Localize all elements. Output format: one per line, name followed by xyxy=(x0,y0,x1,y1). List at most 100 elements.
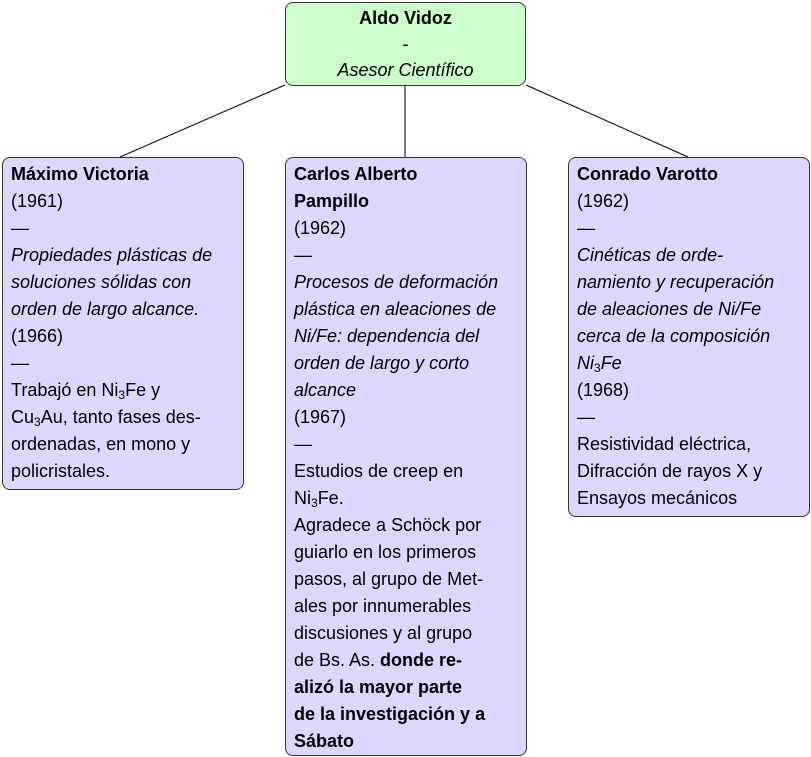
subscript: 3 xyxy=(594,361,601,375)
text-line: (1967) xyxy=(294,404,518,431)
text-segment: (1968) xyxy=(577,380,630,400)
text-line: — xyxy=(577,404,801,431)
text-line: guiarlo en los primeros xyxy=(294,539,518,566)
text-line: soluciones sólidas con xyxy=(11,269,235,296)
text-segment: ales por innumerables xyxy=(294,596,472,616)
text-line: de aleaciones de Ni/Fe xyxy=(577,296,801,323)
text-segment: Fe xyxy=(600,353,622,373)
text-line: Cinéticas de orde- xyxy=(577,242,801,269)
text-segment: Fe. xyxy=(317,488,344,508)
subscript: 3 xyxy=(118,388,126,402)
text-segment: Cinéticas de orde- xyxy=(577,245,724,265)
text-line: Resistividad eléctrica, xyxy=(577,431,801,458)
text-segment: Máximo Victoria xyxy=(11,164,149,184)
text-line: Agradece a Schöck por xyxy=(294,512,518,539)
text-line: Propiedades plásticas de xyxy=(11,242,235,269)
text-segment: de Bs. As. xyxy=(294,650,381,670)
text-segment: Aldo Vidoz xyxy=(359,8,452,28)
text-line: Conrado Varotto xyxy=(577,161,801,188)
text-segment: de la investigación y a xyxy=(294,704,486,724)
text-line: ales por innumerables xyxy=(294,593,518,620)
text-segment: Conrado Varotto xyxy=(577,164,719,184)
edge-to-conrado-varotto xyxy=(525,84,689,158)
text-segment: pasos, al grupo de Met- xyxy=(294,569,484,589)
text-segment: plástica en aleaciones de xyxy=(294,299,497,319)
text-line: Ensayos mecánicos xyxy=(577,485,801,512)
text-line: Aldo Vidoz xyxy=(294,5,517,31)
text-line: — xyxy=(11,350,235,377)
subscript: 3 xyxy=(34,415,41,429)
text-segment: Procesos de deformación xyxy=(294,272,499,292)
text-segment: — xyxy=(577,407,595,427)
text-segment: - xyxy=(402,34,409,54)
text-line: (1962) xyxy=(577,188,801,215)
text-line: (1968) xyxy=(577,377,801,404)
text-segment: Difracción de rayos X y xyxy=(577,461,763,481)
text-segment: Carlos Alberto xyxy=(294,164,418,184)
text-segment: soluciones sólidas con xyxy=(11,272,192,292)
text-segment: Propiedades plásticas de xyxy=(11,245,213,265)
text-line: — xyxy=(294,242,518,269)
text-segment: Ni xyxy=(577,353,594,373)
text-segment: Agradece a Schöck por xyxy=(294,515,482,535)
text-segment: Ni/Fe: dependencia del xyxy=(294,326,480,346)
text-line: Asesor Científico xyxy=(294,57,517,83)
text-segment: Ensayos mecánicos xyxy=(577,488,738,508)
text-segment: (1961) xyxy=(11,191,64,211)
text-line: policristales. xyxy=(11,458,235,485)
text-line: Difracción de rayos X y xyxy=(577,458,801,485)
text-segment: — xyxy=(294,434,312,454)
text-segment: Estudios de creep en xyxy=(294,461,464,481)
text-segment: policristales. xyxy=(11,461,111,481)
text-segment: (1967) xyxy=(294,407,347,427)
text-line: cerca de la composición xyxy=(577,323,801,350)
text-line: Máximo Victoria xyxy=(11,161,235,188)
text-line: Trabajó en Ni3Fe y xyxy=(11,377,235,404)
text-line: orden de largo y corto xyxy=(294,350,518,377)
text-segment: donde re- xyxy=(380,650,463,670)
text-line: Cu3Au, tanto fases des- xyxy=(11,404,235,431)
text-segment: Asesor Científico xyxy=(337,60,474,80)
text-line: — xyxy=(11,215,235,242)
text-segment: Fe y xyxy=(125,380,161,400)
text-segment: Resistividad eléctrica, xyxy=(577,434,752,454)
text-segment: — xyxy=(577,218,595,238)
text-line: — xyxy=(577,215,801,242)
text-segment: alizó la mayor parte xyxy=(294,677,463,697)
text-line: de la investigación y a xyxy=(294,701,518,728)
text-segment: — xyxy=(294,245,312,265)
text-line: Carlos Alberto xyxy=(294,161,518,188)
text-segment: ordenadas, en mono y xyxy=(11,434,191,454)
text-segment: (1966) xyxy=(11,326,64,346)
text-line: pasos, al grupo de Met- xyxy=(294,566,518,593)
text-line: (1962) xyxy=(294,215,518,242)
text-line: Ni3Fe. xyxy=(294,485,518,512)
text-line: Ni3Fe xyxy=(577,350,801,377)
text-line: alizó la mayor parte xyxy=(294,674,518,701)
text-line: — xyxy=(294,431,518,458)
text-segment: alcance xyxy=(294,380,357,400)
text-segment: Pampillo xyxy=(294,191,370,211)
text-segment: — xyxy=(11,353,29,373)
text-segment: Cu xyxy=(11,407,35,427)
text-line: Ni/Fe: dependencia del xyxy=(294,323,518,350)
text-line: namiento y recuperación xyxy=(577,269,801,296)
text-segment: Ni xyxy=(294,488,311,508)
text-segment: orden de largo y corto xyxy=(294,353,470,373)
text-segment: Sábato xyxy=(294,731,355,751)
text-segment: namiento y recuperación xyxy=(577,272,775,292)
text-segment: (1962) xyxy=(294,218,347,238)
subscript: 3 xyxy=(311,496,318,510)
text-segment: guiarlo en los primeros xyxy=(294,542,477,562)
text-line: discusiones y al grupo xyxy=(294,620,518,647)
text-segment: (1962) xyxy=(577,191,630,211)
text-line: ordenadas, en mono y xyxy=(11,431,235,458)
child-node-conrado-varotto: Conrado Varotto (1962) — Cinéticas de orde-… xyxy=(568,157,810,517)
text-line: Pampillo xyxy=(294,188,518,215)
text-line: Procesos de deformación xyxy=(294,269,518,296)
text-segment: cerca de la composición xyxy=(577,326,771,346)
text-segment: orden de largo alcance. xyxy=(11,299,200,319)
text-line: Sábato xyxy=(294,728,518,755)
